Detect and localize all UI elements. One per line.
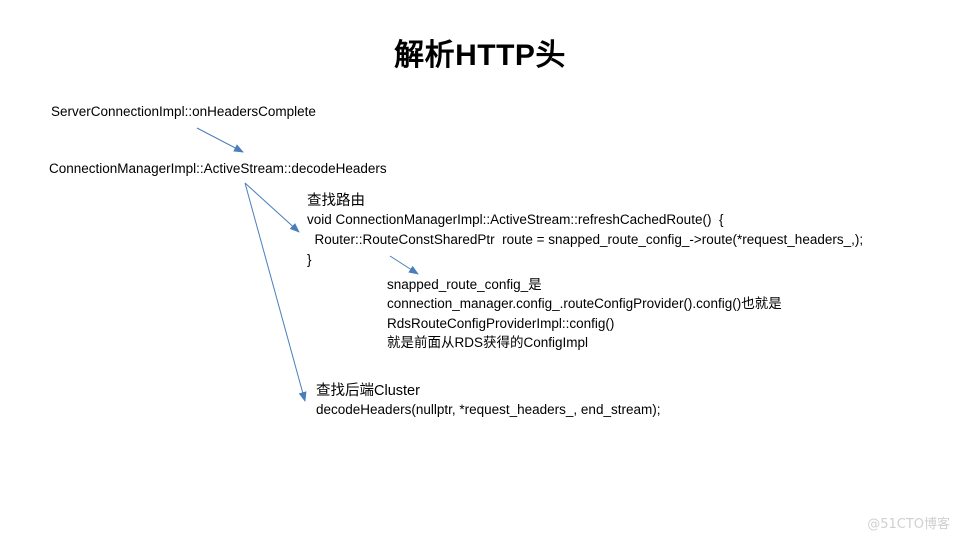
note-line: RdsRouteConfigProviderImpl::config() — [387, 316, 615, 331]
watermark: @51CTO博客 — [867, 517, 950, 532]
note-line: connection_manager.config_.routeConfigPr… — [387, 296, 782, 311]
route-lookup-heading: 查找路由 — [307, 193, 365, 209]
note-line: 就是前面从RDS获得的ConfigImpl — [387, 335, 589, 350]
note-line: snapped_route_config_是 — [387, 277, 542, 292]
code-line: void ConnectionManagerImpl::ActiveStream… — [307, 212, 724, 227]
node-decode-headers-entry: ConnectionManagerImpl::ActiveStream::dec… — [49, 161, 387, 176]
code-line: decodeHeaders(nullptr, *request_headers_… — [316, 402, 661, 417]
arrow-icon — [196, 127, 244, 153]
arrow-icon — [244, 182, 300, 233]
node-on-headers-complete: ServerConnectionImpl::onHeadersComplete — [51, 104, 316, 119]
arrow-icon — [389, 255, 419, 275]
code-line: } — [307, 252, 312, 267]
cluster-lookup-heading: 查找后端Cluster — [316, 383, 420, 399]
code-line: Router::RouteConstSharedPtr route = snap… — [307, 232, 864, 247]
slide-title: 解析HTTP头 — [394, 39, 566, 72]
arrow-icon — [244, 182, 307, 402]
